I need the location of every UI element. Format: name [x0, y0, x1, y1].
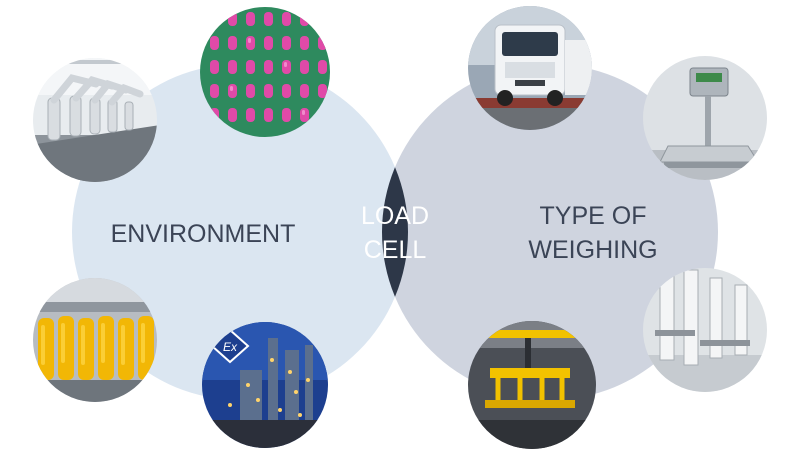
- load-cell-label-line1: LOAD: [361, 202, 429, 230]
- crane-lifting-beam-photo: [468, 321, 596, 449]
- environment-circle: [72, 64, 408, 400]
- explosion-proof-refinery-photo: Ex: [202, 322, 328, 448]
- truck-on-weighbridge-photo: [468, 6, 592, 130]
- industrial-tank-weighing-photo: [643, 268, 767, 392]
- juice-bottles-photo: [33, 278, 157, 402]
- svg-text:Ex: Ex: [223, 340, 238, 354]
- type-of-weighing-label-line1: TYPE OF: [540, 202, 647, 230]
- load-cell-label-line2: CELL: [364, 236, 427, 264]
- type-of-weighing-label-line2: WEIGHING: [528, 236, 657, 264]
- type-of-weighing-circle: [382, 64, 718, 400]
- environment-label: ENVIRONMENT: [111, 220, 296, 248]
